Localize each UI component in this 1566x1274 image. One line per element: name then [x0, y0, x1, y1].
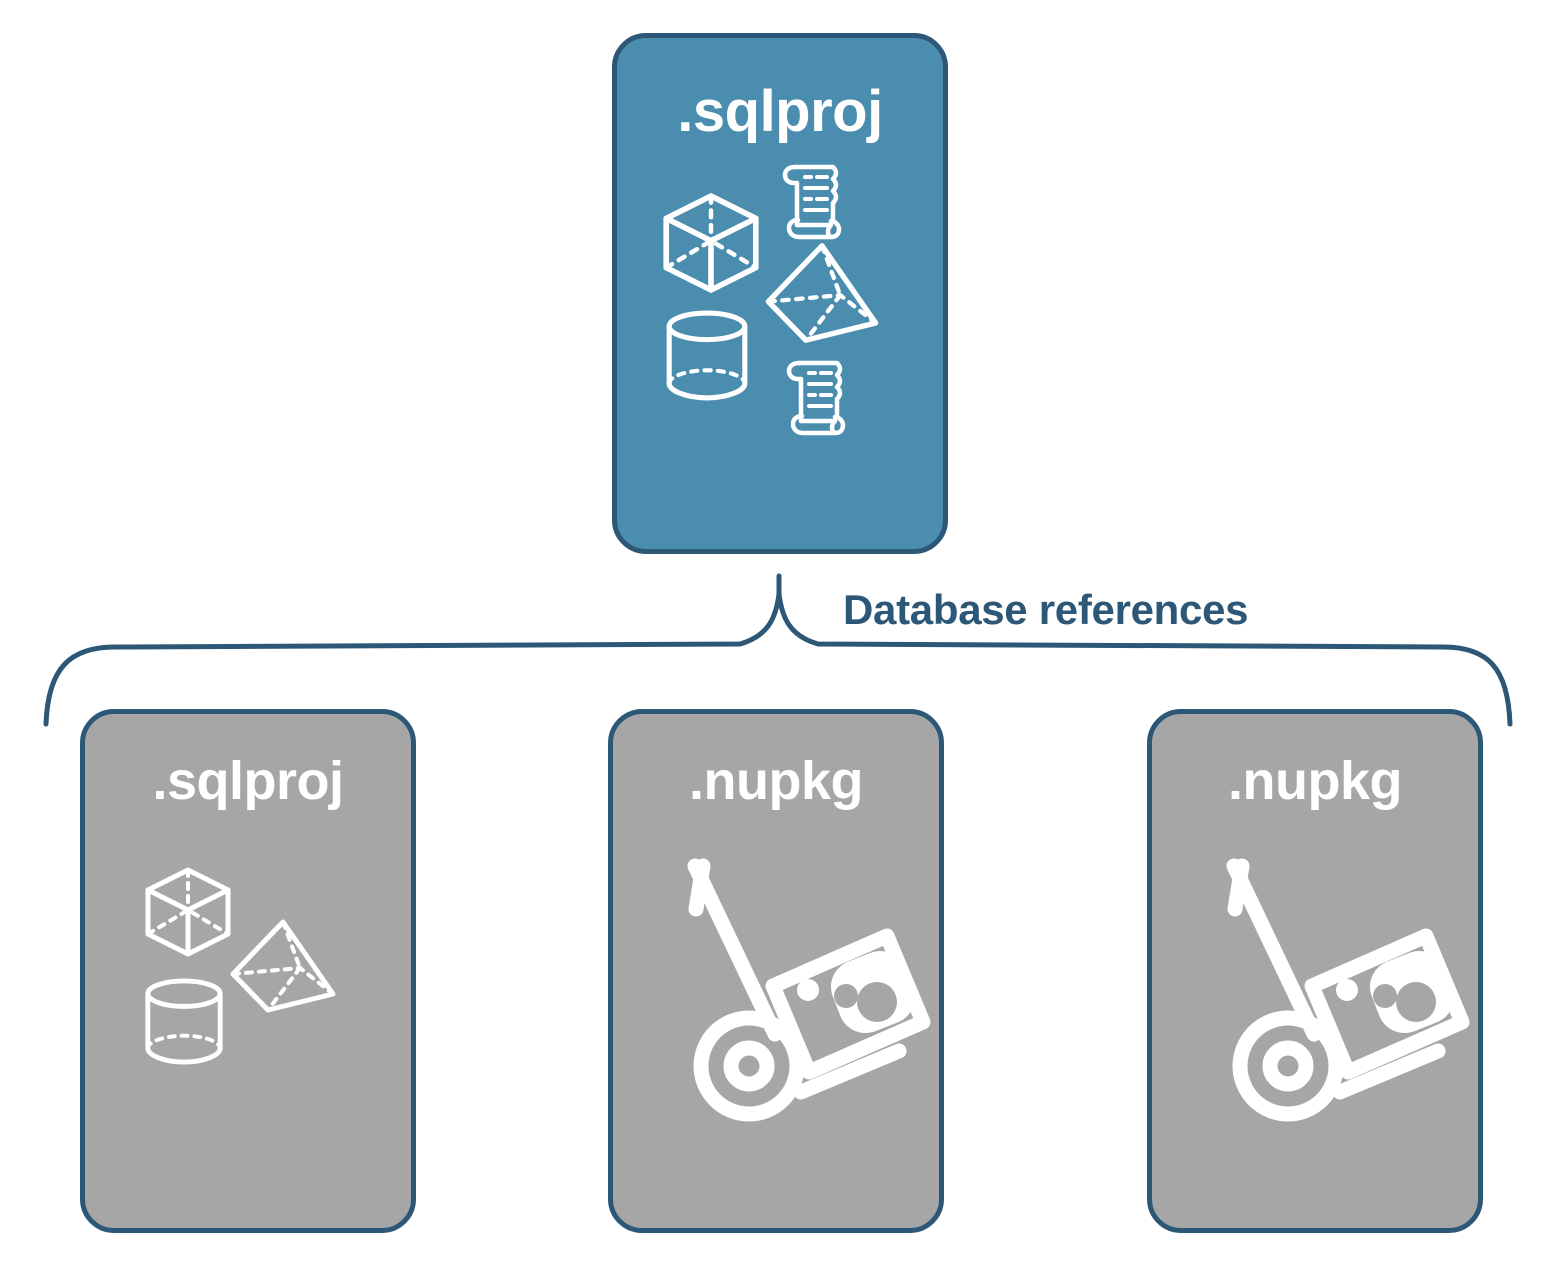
icon-group-database-objects [118, 834, 378, 1134]
cylinder-wireframe-icon [666, 310, 748, 401]
cylinder-wireframe-icon [145, 978, 223, 1065]
card-nupkg-2[interactable]: .nupkg [1147, 709, 1483, 1233]
pyramid-wireframe-icon [765, 243, 879, 343]
card-title-sqlproj-root: .sqlproj [677, 79, 883, 144]
card-sqlproj-root[interactable]: .sqlproj [612, 33, 948, 554]
card-title-nupkg-1: .nupkg [689, 751, 863, 811]
nuget-hand-truck-icon [687, 858, 931, 1122]
scroll-script-icon [782, 164, 842, 240]
cube-wireframe-icon [145, 867, 231, 957]
card-title-nupkg-2: .nupkg [1228, 751, 1402, 811]
icon-group-nuget-package [1185, 834, 1470, 1134]
nuget-hand-truck-icon [1226, 858, 1470, 1122]
pyramid-wireframe-icon [230, 919, 336, 1013]
icon-group-nuget-package [646, 834, 931, 1134]
card-sqlproj-reference[interactable]: .sqlproj [80, 709, 416, 1233]
scroll-script-icon [786, 360, 846, 436]
brace-label-database-references: Database references [843, 586, 1249, 633]
card-nupkg-1[interactable]: .nupkg [608, 709, 944, 1233]
cube-wireframe-icon [663, 193, 759, 293]
icon-group-database-objects [655, 157, 905, 436]
card-title-sqlproj-reference: .sqlproj [152, 751, 344, 811]
